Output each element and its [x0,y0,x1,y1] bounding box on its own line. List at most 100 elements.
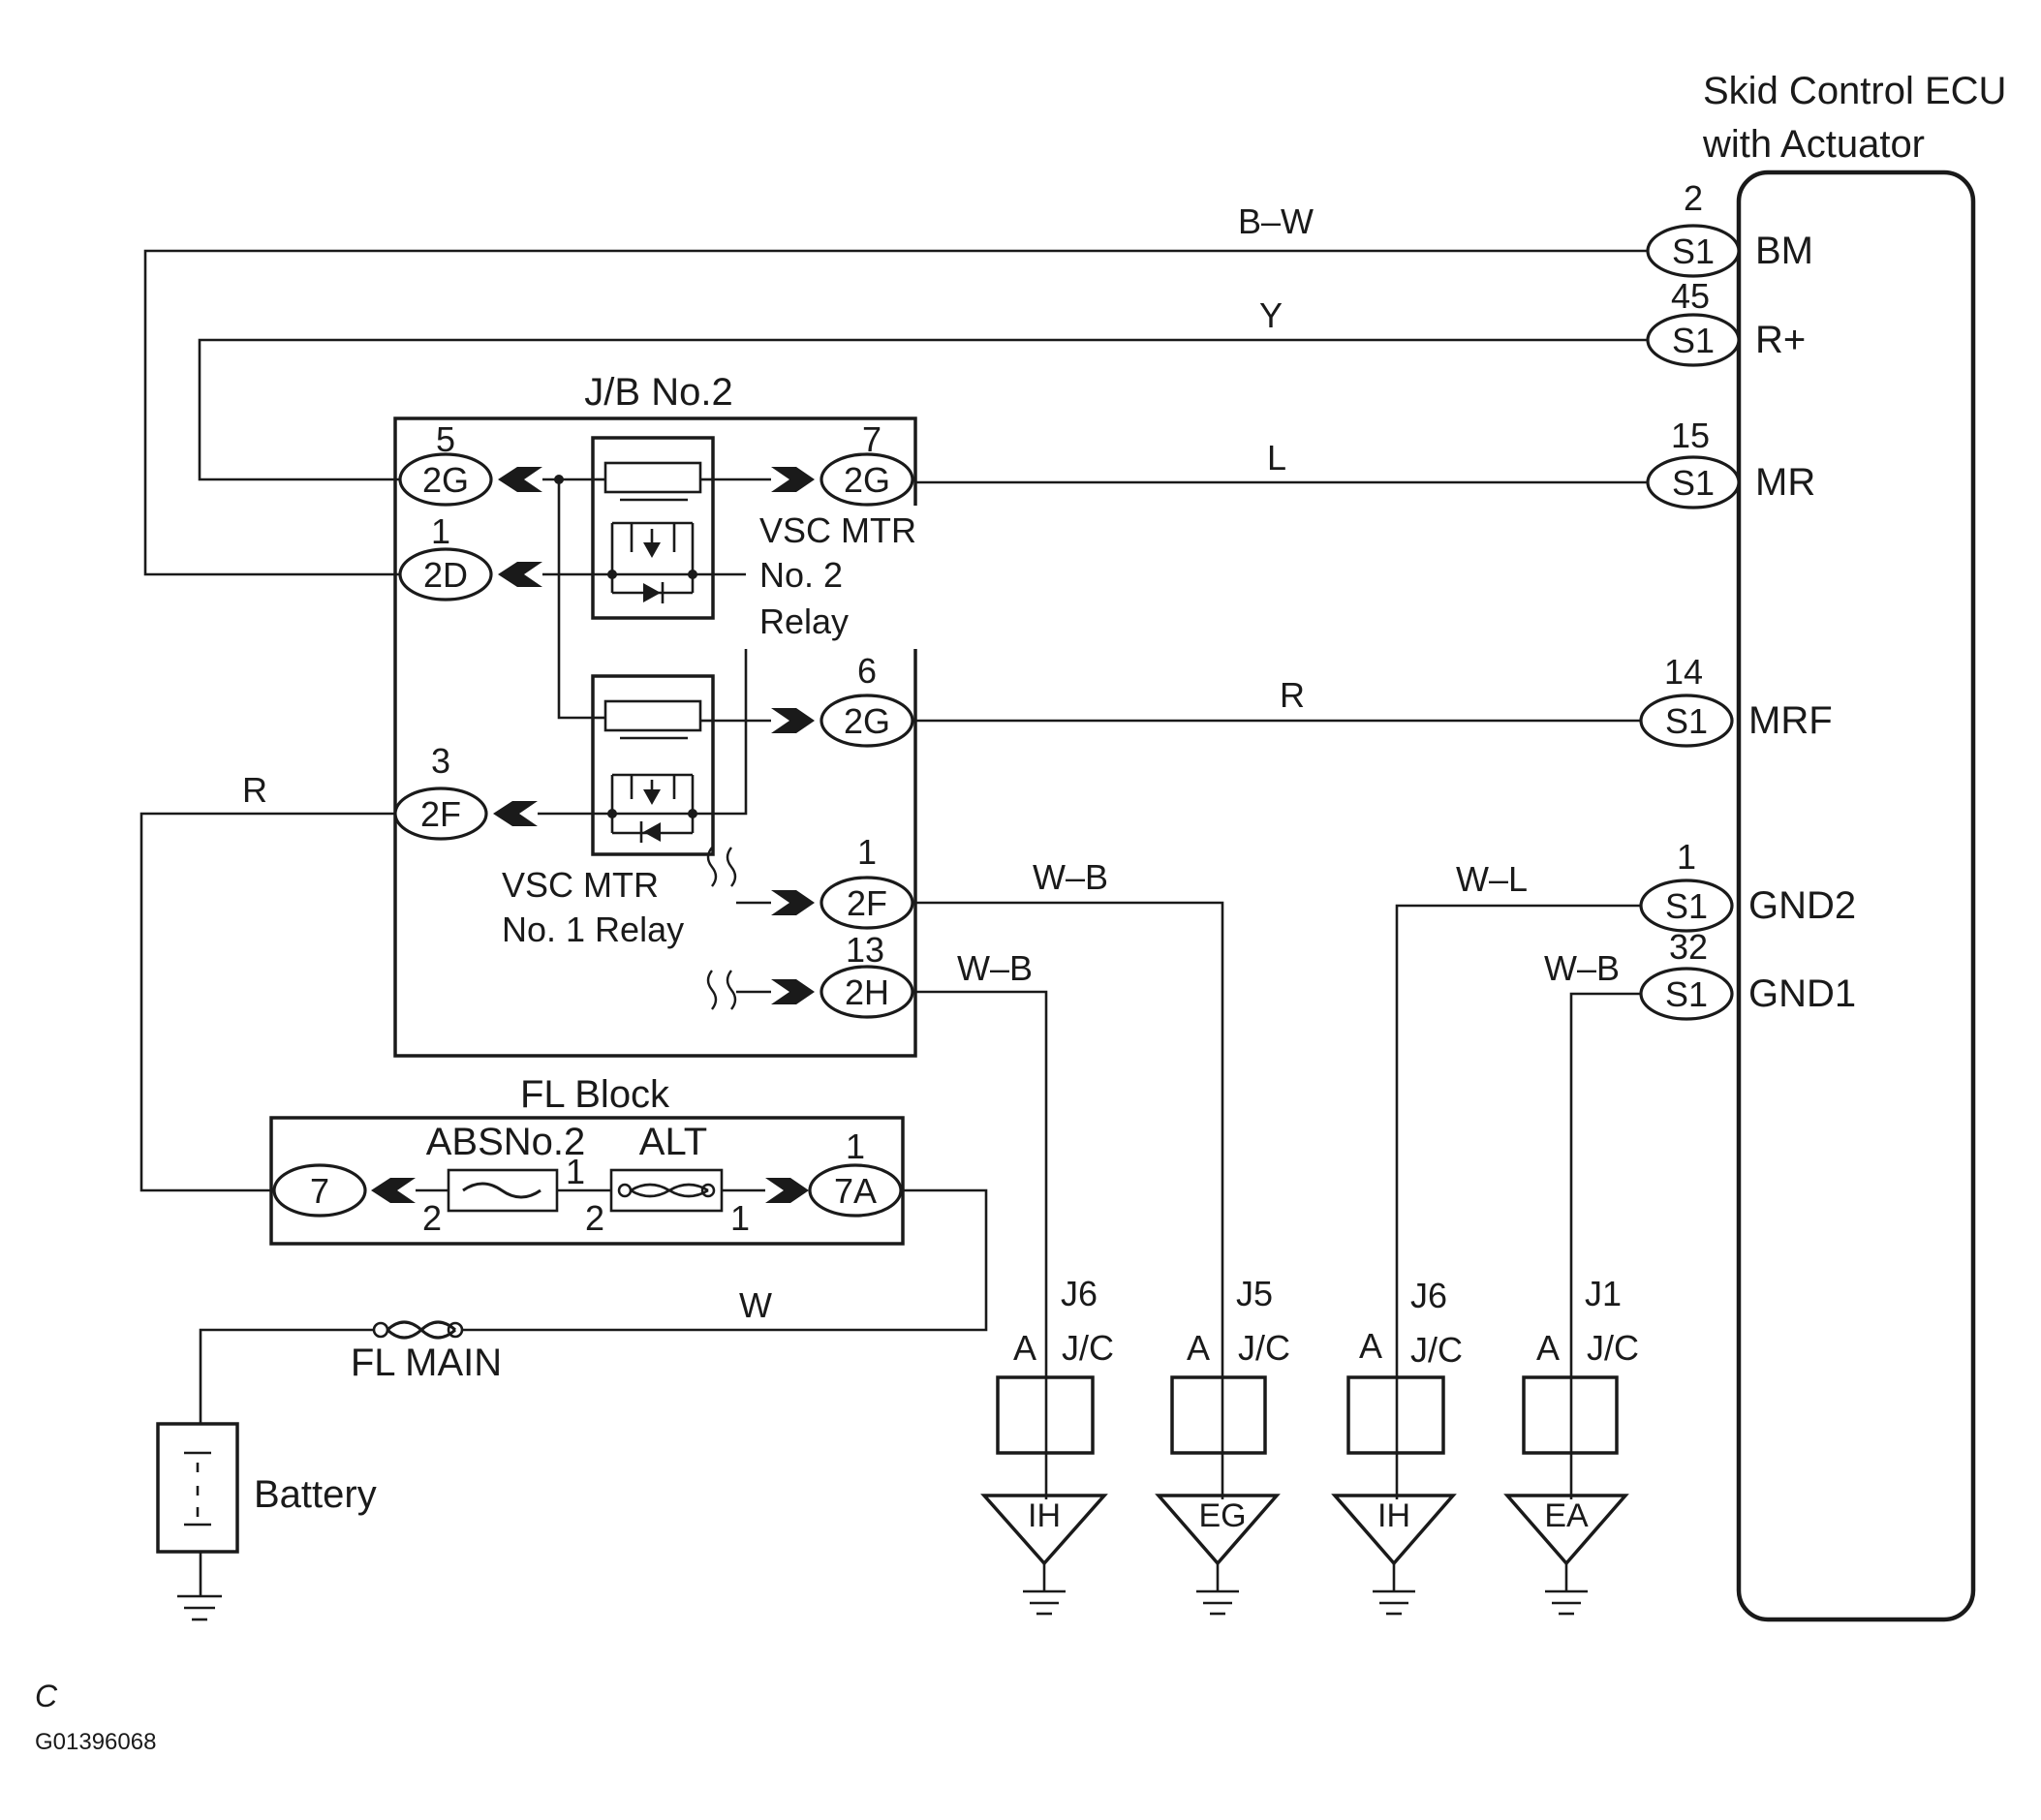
fl-main-fusible-link: FL MAIN [199,1320,502,1424]
ground-label: EG [1198,1497,1246,1534]
wire-gnd2: W–L [1395,859,1641,1486]
jb-connector-6-2g: 6 2G [771,651,914,748]
jc-j1-ea: J1 A J/C EA [1503,1274,1639,1616]
pin-number: 5 [436,419,455,459]
ecu-pin-number: 15 [1671,416,1710,455]
battery: Battery [156,1422,377,1621]
relay2-label-line1: VSC MTR [759,510,916,550]
jc-pin: A [1536,1328,1560,1368]
ecu-pin-number: 1 [1677,837,1696,877]
fuse1-pin-right: 1 [566,1152,585,1191]
fl-connector-7a-pin: 1 [846,1126,865,1166]
pin-number: 7 [862,419,881,459]
jc-type: J/C [1587,1328,1639,1368]
ecu-pin-name: MR [1755,461,1815,504]
pin-number: 1 [431,511,450,551]
ecu-pin-gnd2: 1 S1 GND2 [1639,837,1856,933]
fl-block: FL Block 7 7A 1 ABSNo.2 ALT 2 1 2 1 [269,1073,905,1246]
ecu-pin-number: 45 [1671,276,1710,316]
ecu-title-line1: Skid Control ECU [1703,70,2006,112]
wire-color-label: W [739,1285,772,1325]
jb-internal-wiring [538,475,771,816]
jc-id: J6 [1061,1274,1098,1313]
ecu-pin-bm: 2 S1 BM [1646,178,1813,278]
jc-type: J/C [1410,1330,1463,1370]
fuse2-pin-right: 1 [730,1198,750,1238]
relay1-label-line2: No. 1 Relay [502,910,684,949]
wire-color-label: L [1267,438,1286,478]
wire-color-label: Y [1259,295,1283,335]
relay1-label-line1: VSC MTR [502,865,659,905]
wire-color-label: R [1280,675,1305,715]
relay2-label-line2: No. 2 [759,555,843,595]
wire-color-label: B–W [1238,201,1314,241]
wire-gnd1: W–B [1544,948,1641,1486]
ecu-pin-name: BM [1755,230,1813,272]
fl-connector-7a: 7A [834,1171,877,1211]
pin-number: 3 [431,741,450,781]
junction-block-2: J/B No.2 [393,371,917,1058]
jc-j6-ih-left: J6 A J/C IH [980,1274,1114,1616]
footer-code: G01396068 [35,1729,156,1755]
connector-id: 2H [845,972,889,1012]
ground-label: IH [1028,1497,1061,1534]
connector-id: 2F [847,883,887,923]
jc-pin: A [1187,1328,1210,1368]
ecu-pin-mrf: 14 S1 MRF [1639,652,1833,748]
ecu-pin-name: GND2 [1748,884,1856,927]
ground-label: EA [1544,1497,1589,1534]
ecu-pin-name: R+ [1755,319,1806,361]
ecu-pin-number: 2 [1684,178,1703,218]
vsc-mtr-no2-relay: VSC MTR No. 2 Relay [591,436,916,641]
connector-id: 2G [844,701,890,741]
wire-color-label: W–B [957,948,1033,988]
ground-label: IH [1377,1497,1410,1534]
jc-type: J/C [1062,1328,1114,1368]
wire-battery: W [462,1188,988,1332]
fl-connector-7: 7 [310,1171,329,1211]
footer-letter: C [35,1679,58,1713]
pin-number: 6 [857,651,877,691]
fuse-absno2-label: ABSNo.2 [426,1121,586,1163]
connector-id: 2G [422,460,469,500]
jb-connector-3-2f: 3 2F [393,741,538,841]
wire-color-label: R [242,770,267,810]
ecu-pin-connector: S1 [1665,974,1708,1014]
jc-pin: A [1359,1326,1382,1366]
vsc-mtr-no1-relay: VSC MTR No. 1 Relay [502,674,715,949]
jc-j6-ih-right: J6 A J/C IH [1331,1276,1463,1616]
fl-block-title: FL Block [520,1073,670,1116]
ecu-pin-name: GND1 [1748,972,1856,1015]
wire-color-label: W–B [1033,857,1108,897]
fl-main-label: FL MAIN [351,1342,502,1384]
fuse-alt-label: ALT [639,1121,707,1163]
fuse1-pin-left: 2 [422,1198,442,1238]
wire-mr: L [915,438,1648,484]
jb-connector-5-2g: 5 2G [398,419,542,507]
ecu-pin-connector: S1 [1672,321,1715,360]
wire-gnd-2f: W–B [915,857,1224,1486]
jb-connector-1-2d: 1 2D [398,511,542,602]
jc-pin: A [1013,1328,1036,1368]
jc-id: J5 [1236,1274,1273,1313]
battery-label: Battery [254,1473,377,1516]
jb-connector-1-2f: 1 2F [706,832,914,930]
jc-j5-eg: J5 A J/C EG [1155,1274,1290,1616]
wire-rplus: Y [198,295,1648,481]
ecu-pin-number: 14 [1664,652,1703,692]
ecu-pin-gnd1: 32 S1 GND1 [1639,927,1856,1021]
ecu-pin-connector: S1 [1665,701,1708,741]
ecu-pin-number: 32 [1669,927,1708,967]
relay2-label-line3: Relay [759,602,849,641]
jc-type: J/C [1238,1328,1290,1368]
connector-id: 2D [423,555,468,595]
ecu-title-line2: with Actuator [1702,123,1925,166]
connector-id: 2G [844,460,890,500]
wire-color-label: W–L [1456,859,1528,899]
connector-id: 2F [420,794,461,834]
wire-gnd-2h: W–B [915,948,1048,1486]
pin-number: 13 [846,930,884,970]
wire-bm: B–W [143,201,1648,576]
wire-relay-r: R [139,770,395,1192]
